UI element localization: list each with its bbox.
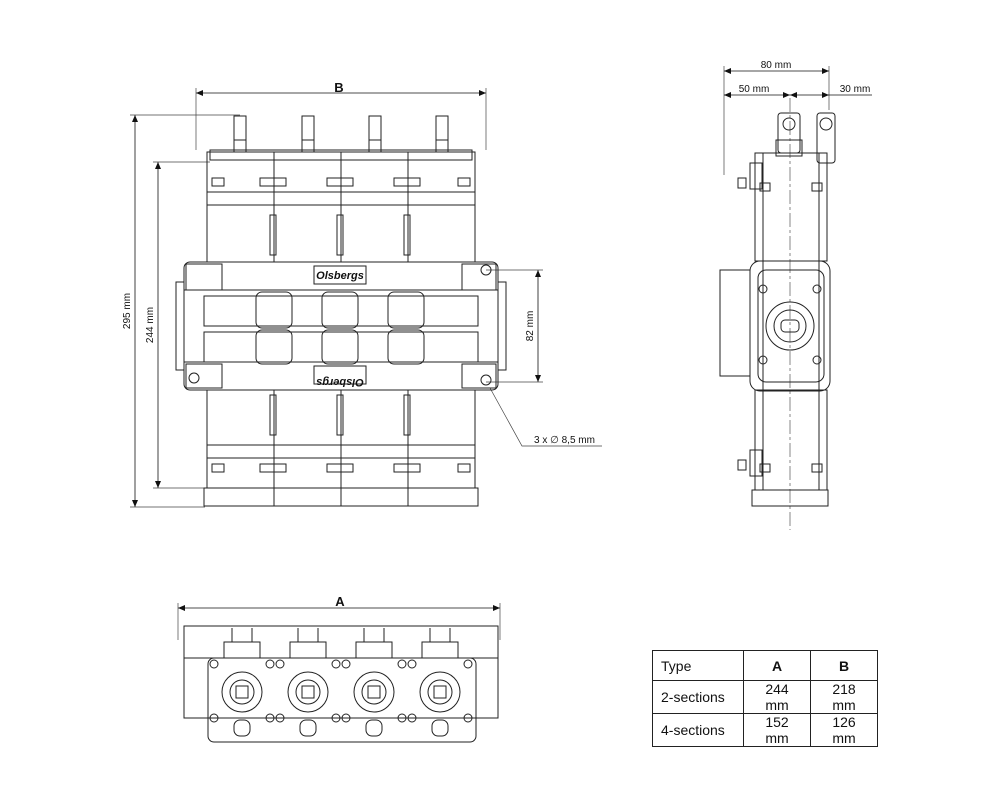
table-cell-a: 152 mm — [743, 713, 811, 747]
holes-label: 3 x ∅ 8,5 mm — [534, 435, 595, 446]
table-header-row: Type A B — [652, 650, 878, 681]
dim-label-a: A — [335, 594, 345, 609]
table-cell-b: 218 mm — [810, 680, 878, 714]
dim-label-295: 295 mm — [122, 293, 133, 329]
table-row: 2-sections 244 mm 218 mm — [652, 680, 878, 714]
brand-logo-top: Olsbergs — [316, 270, 364, 282]
front-view: B 295 mm 244 mm 82 mm 3 x ∅ 8,5 mm — [122, 80, 602, 508]
bottom-view: A — [177, 594, 501, 743]
dim-label-b: B — [334, 80, 343, 95]
dim-label-30: 30 mm — [840, 84, 871, 95]
table-cell-type: 4-sections — [652, 713, 744, 747]
table-header-a: A — [743, 650, 811, 681]
dim-label-244: 244 mm — [145, 307, 156, 343]
table-cell-b: 126 mm — [810, 713, 878, 747]
table-row: 4-sections 152 mm 126 mm — [652, 713, 878, 747]
brand-logo-bottom: Olsbergs — [316, 376, 364, 388]
table-header-b: B — [810, 650, 878, 681]
table-cell-type: 2-sections — [652, 680, 744, 714]
dim-label-82: 82 mm — [525, 311, 536, 342]
dim-label-50: 50 mm — [739, 84, 770, 95]
table-header-type: Type — [652, 650, 744, 681]
dim-label-80: 80 mm — [761, 60, 792, 71]
side-view: 80 mm 50 mm 30 mm — [719, 60, 872, 530]
spec-table: Type A B 2-sections 244 mm 218 mm 4-sect… — [652, 650, 878, 747]
table-cell-a: 244 mm — [743, 680, 811, 714]
